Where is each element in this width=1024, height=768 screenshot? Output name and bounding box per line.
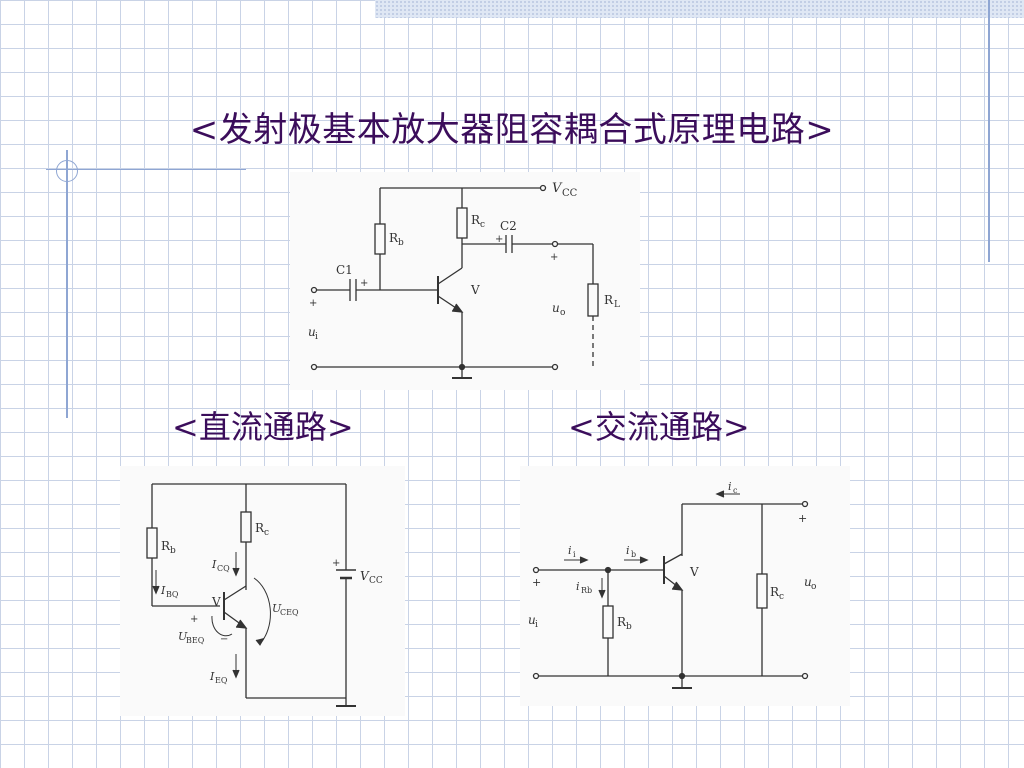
dc-ubeq-plus: + [190,614,198,625]
main-vcc-sub: CC [562,188,578,199]
left-vertical-rule [66,150,68,418]
dc-rb-sub: b [170,546,176,556]
main-input-plus: + [309,298,317,309]
dc-rc-sub: c [264,528,269,538]
main-c2-label: C2 [500,219,517,233]
ac-path-label: <交流通路> [568,408,750,446]
slide-title: <发射极基本放大器阻容耦合式原理电路> [189,110,835,150]
dc-vcc-sub: CC [369,576,383,586]
dc-transistor-label: V [211,595,221,609]
main-c1-plus: + [360,278,368,289]
main-rb-label: R [389,231,399,245]
main-rb-sub: b [398,238,404,248]
ac-rc-sub: c [779,592,784,602]
main-rb-resistor [374,223,386,255]
main-circuit-panel: V CC R b R c C2 + + R L C1 + + u i V u o [290,172,640,390]
ac-ic-label: i [728,480,732,493]
main-ui-sub: i [315,332,318,342]
ac-output-plus: + [798,512,807,525]
main-uo-label: u [552,301,560,315]
dc-rb-resistor [146,527,158,559]
main-rc-resistor [456,207,468,239]
dc-uceq-sub: CEQ [280,608,299,617]
ac-ib-sub: b [631,550,636,559]
ac-circuit-diagram: i c + V i i i b + u i i Rb R b R c u o [528,480,816,689]
dc-vcc-label: V [360,569,370,583]
main-transistor-label: V [470,283,480,297]
ac-rc-label: R [770,585,780,599]
main-c1-label: C1 [336,263,353,277]
ac-transistor [663,553,684,591]
main-rl-sub: L [614,300,620,310]
ac-uo-label: u [804,575,812,589]
dc-ubeq-label: U [178,630,188,643]
dc-uceq-label: U [272,602,282,615]
dc-ieq-sub: EQ [215,676,228,685]
main-uo-sub: o [560,308,565,318]
ac-ui-sub: i [535,620,538,630]
right-vertical-rule [988,0,990,262]
ac-uo-sub: o [811,582,816,592]
ac-ib-label: i [626,544,630,557]
main-transistor [437,267,464,313]
top-decorative-band [375,0,1024,18]
ac-rb-resistor [602,605,614,639]
dc-circuit-panel: R b I BQ R c I CQ V U CEQ + − U BEQ I EQ… [120,466,405,716]
ac-ui-label: u [528,613,536,627]
ac-transistor-label: V [689,565,699,579]
dc-icq-sub: CQ [217,564,230,573]
ac-circuit-panel: i c + V i i i b + u i i Rb R b R c u o [520,466,850,706]
dc-path-label: <直流通路> [172,408,354,446]
dc-icq-label: I [211,558,217,571]
ac-rc-resistor [756,573,768,609]
dc-ibq-sub: BQ [166,590,179,599]
main-rc-label: R [471,213,481,227]
dc-ubeq-sub: BEQ [186,636,205,645]
decor-horizontal-rule [46,169,246,170]
ac-ii-sub: i [573,550,576,559]
main-rl-resistor [587,283,599,317]
ac-ii-label: i [568,544,572,557]
ac-input-plus: + [532,576,541,589]
main-rc-sub: c [480,220,485,230]
main-vcc-label: V [552,181,563,196]
ac-irb-label: i [576,580,580,593]
dc-circuit-diagram: R b I BQ R c I CQ V U CEQ + − U BEQ I EQ… [146,483,383,707]
ac-rb-sub: b [626,622,632,632]
main-circuit-diagram: V CC R b R c C2 + + R L C1 + + u i V u o [308,181,620,379]
dc-rc-label: R [255,521,265,535]
dc-ibq-label: I [160,584,166,597]
ac-ic-sub: c [733,486,738,495]
main-ui-label: u [308,325,316,339]
ac-irb-sub: Rb [581,586,592,595]
dc-ubeq-minus: − [220,634,228,645]
dc-vcc-plus: + [332,558,340,569]
dc-rc-resistor [240,511,252,543]
main-output-plus: + [550,252,558,263]
decor-circle [56,160,78,182]
main-c2-plus: + [495,234,503,245]
dc-transistor [223,585,248,629]
dc-ieq-label: I [209,670,215,683]
ac-rb-label: R [617,615,627,629]
dc-rb-label: R [161,539,171,553]
main-rl-label: R [604,293,614,307]
